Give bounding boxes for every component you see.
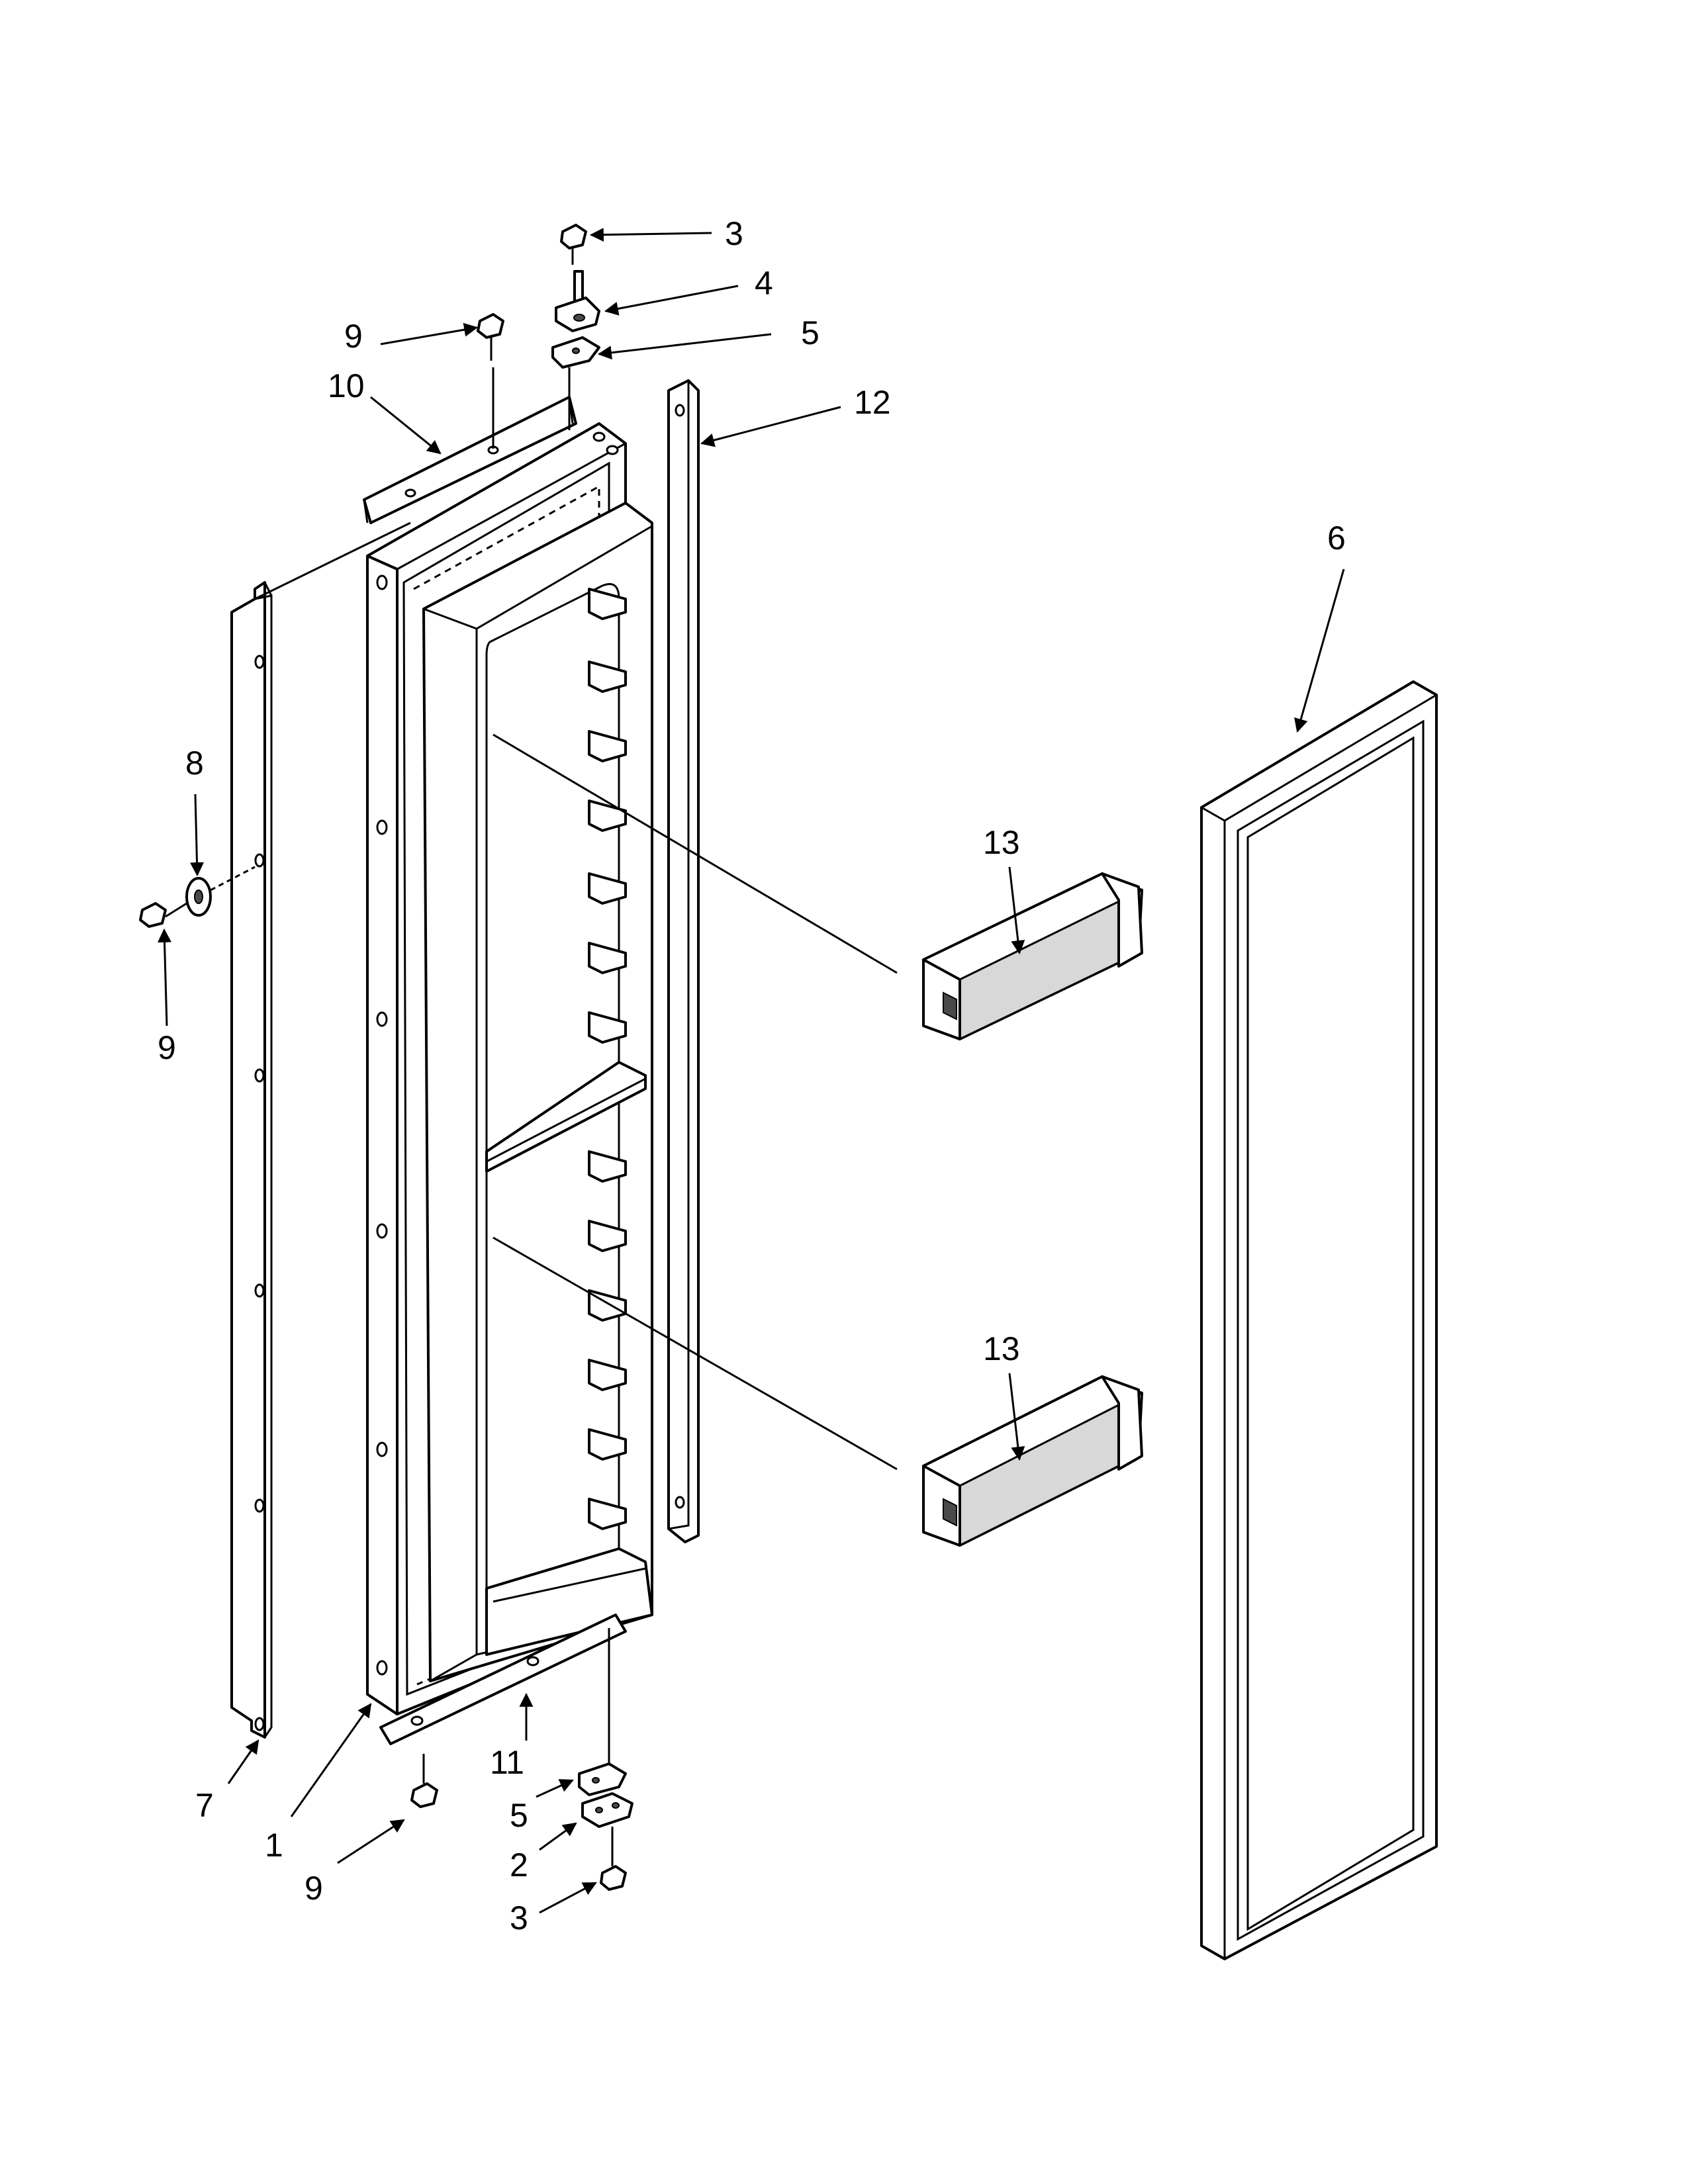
callout-12: 12 [854,384,891,421]
callout-6: 6 [1327,520,1346,557]
bottom-hinge-screw [600,1827,627,1891]
bottom-hinge-plate [379,1614,627,1745]
panel-screw-holes [254,655,265,1731]
door-gasket [1200,680,1438,1960]
door-flange-holes [376,432,619,1676]
callout-10: 10 [328,367,365,404]
door-bin-upper [922,872,1143,1041]
callout-13-lower: 13 [983,1330,1020,1367]
callout-7: 7 [195,1787,214,1824]
callout-8: 8 [185,745,204,782]
callout-labels: 3 4 5 9 10 12 6 8 9 13 13 7 1 11 9 5 2 3 [158,215,1346,1936]
top-hinge-screw [560,224,587,265]
callout-13-upper: 13 [983,824,1020,861]
bottom-plate-screw [410,1754,438,1808]
callout-leaders [158,228,1345,1914]
callout-9-top: 9 [344,318,363,355]
door-liner [366,422,653,1715]
door-trim-strip [667,379,700,1543]
top-hinge-pin [555,270,600,332]
callout-4: 4 [755,265,773,302]
callout-3-bottom: 3 [510,1899,528,1936]
callout-5-top: 5 [801,314,820,351]
callout-11: 11 [490,1744,524,1781]
callout-3-top: 3 [725,215,743,252]
bottom-hinge-bracket [581,1792,633,1828]
top-hinge-plate [363,367,577,524]
callout-5-bottom: 5 [510,1797,528,1834]
washer [185,877,212,917]
callout-2: 2 [510,1846,528,1884]
top-plate-screw [477,313,504,361]
bin-upper-guide-line [492,733,898,974]
callout-1: 1 [265,1827,283,1864]
bottom-hinge-shim [578,1628,627,1796]
top-hinge-shim [551,336,600,430]
bin-support-clips [588,588,627,1530]
callout-9-left: 9 [158,1029,176,1066]
door-bin-lower [922,1375,1143,1547]
bin-lower-guide-line [492,1236,898,1471]
callout-9-bottom: 9 [305,1870,323,1907]
side-trim-panel [230,522,411,1739]
side-screw [139,866,256,928]
